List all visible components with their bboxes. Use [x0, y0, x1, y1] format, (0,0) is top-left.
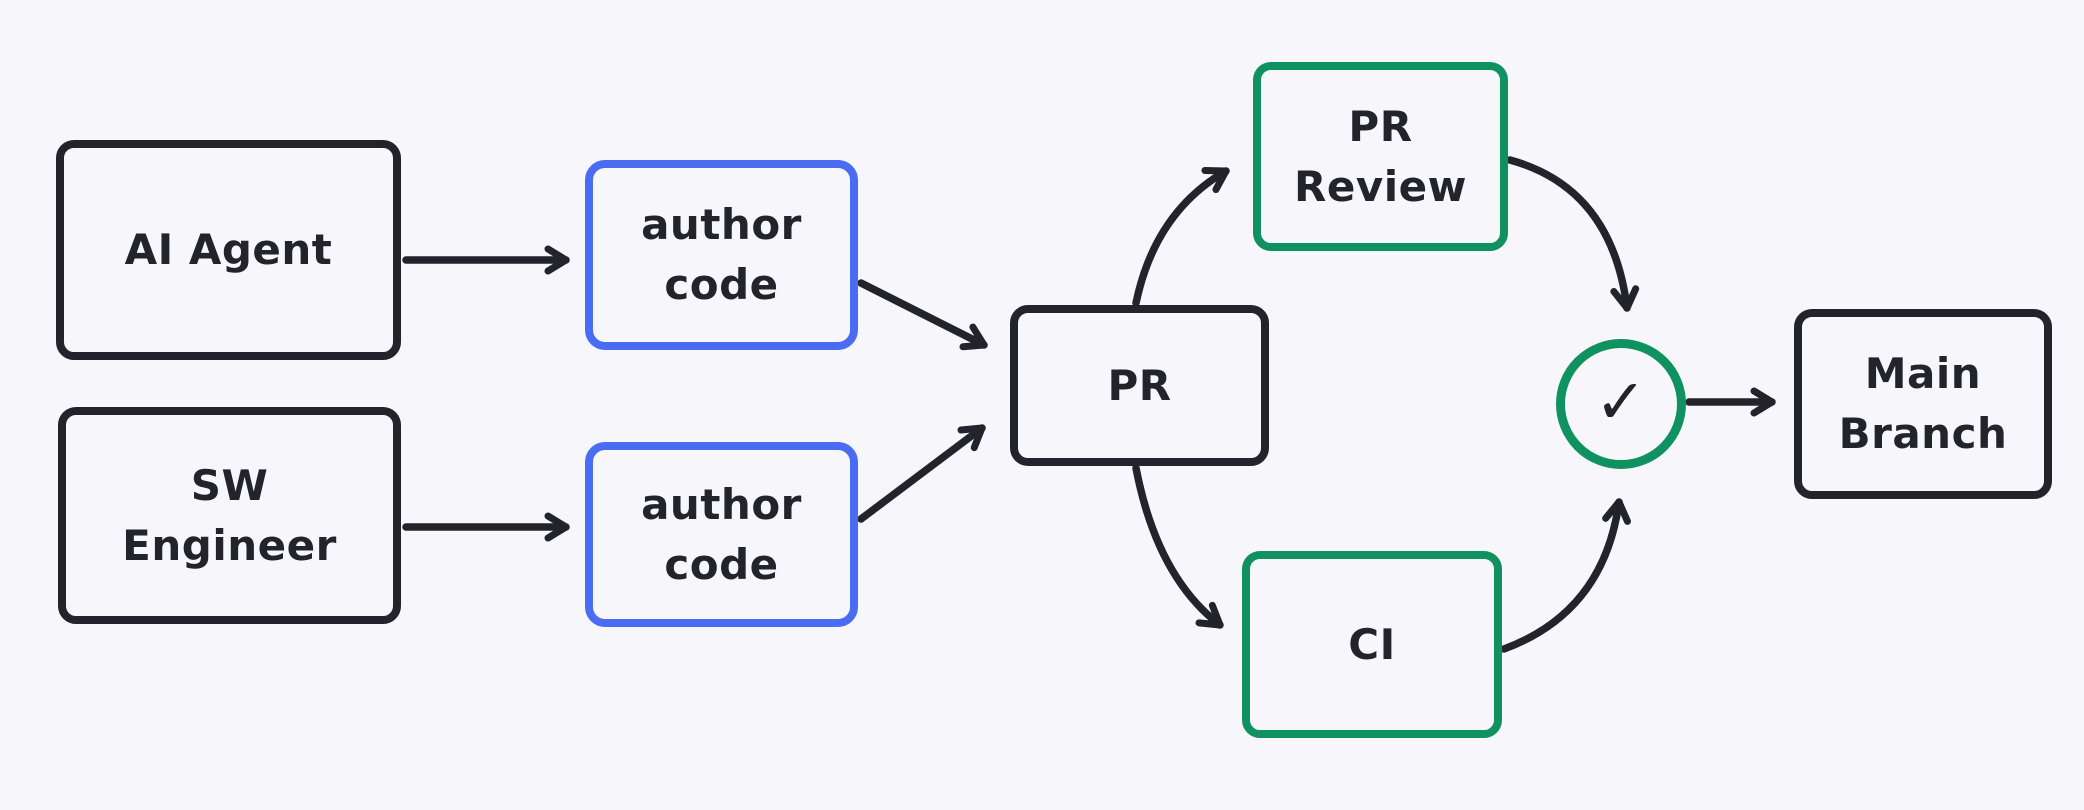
- node-pr: PR: [1010, 305, 1269, 466]
- edge-ci-to-approval: [1500, 498, 1631, 653]
- node-sw-engineer: SW Engineer: [58, 407, 401, 624]
- edge-pr-review-to-approval: [1506, 156, 1640, 312]
- node-main-branch: Main Branch: [1794, 309, 2052, 499]
- node-ai-agent-label: AI Agent: [124, 225, 333, 275]
- edge-author-code-to-pr-upper: [857, 279, 988, 351]
- approval-circle: ✓: [1556, 339, 1686, 469]
- edge-pr-to-ci: [1132, 464, 1224, 629]
- node-main-branch-label: Main Branch: [1838, 349, 2008, 458]
- node-author-code-bottom-label: author code: [641, 479, 802, 589]
- check-icon: ✓: [1594, 364, 1648, 438]
- node-pr-review: PR Review: [1253, 62, 1508, 251]
- node-ci-label: CI: [1348, 619, 1396, 669]
- node-sw-engineer-label: SW Engineer: [122, 460, 337, 570]
- node-author-code-top-label: author code: [641, 200, 802, 309]
- node-author-code-bottom: author code: [585, 442, 858, 627]
- node-pr-review-label: PR Review: [1294, 101, 1467, 211]
- edge-author-code-to-pr-lower: [857, 424, 986, 523]
- node-pr-label: PR: [1107, 360, 1172, 410]
- node-ci: CI: [1242, 551, 1502, 738]
- node-ai-agent: AI Agent: [56, 140, 401, 360]
- node-author-code-top: author code: [585, 160, 858, 350]
- edge-pr-to-pr-review: [1132, 166, 1230, 307]
